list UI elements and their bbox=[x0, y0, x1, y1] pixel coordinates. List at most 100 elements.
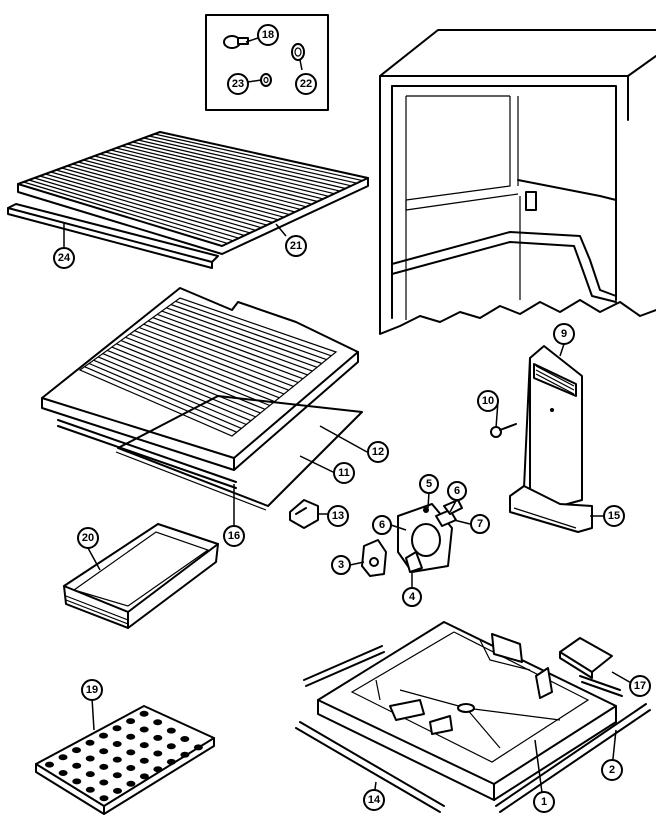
ice-cube-cell bbox=[126, 765, 136, 771]
ice-cube-cell bbox=[85, 786, 95, 793]
refrigerator-cabinet bbox=[379, 29, 656, 335]
part-18-bolt-icon bbox=[223, 35, 249, 49]
callout-14: 14 bbox=[363, 789, 385, 811]
ice-cube-cell bbox=[85, 755, 95, 762]
ice-cube-cell bbox=[58, 754, 68, 761]
callout-7: 7 bbox=[470, 514, 490, 534]
ice-cube-cell bbox=[99, 732, 108, 739]
callout-14-label: 14 bbox=[368, 794, 381, 806]
ice-cube-cell bbox=[85, 771, 95, 778]
ice-cube-cell bbox=[72, 747, 81, 754]
callout-15-label: 15 bbox=[608, 510, 620, 522]
ice-cube-cell bbox=[112, 725, 122, 732]
callout-17-label: 17 bbox=[634, 680, 646, 692]
screw-10-icon bbox=[490, 423, 517, 438]
callout-11: 11 bbox=[333, 462, 355, 484]
callout-12: 12 bbox=[367, 441, 389, 463]
ice-cube-cell bbox=[126, 780, 136, 787]
ice-cube-cell bbox=[153, 750, 163, 757]
ice-cube-cell bbox=[58, 770, 68, 776]
callout-16: 16 bbox=[223, 525, 245, 547]
ice-cube-cell bbox=[166, 727, 176, 734]
callout-6a: 6 bbox=[447, 481, 467, 501]
ice-cube-cell bbox=[45, 761, 54, 768]
callout-23-label: 23 bbox=[232, 78, 244, 90]
callout-24-label: 24 bbox=[58, 252, 71, 264]
crisper-cover bbox=[41, 287, 359, 489]
callout-22: 22 bbox=[295, 73, 317, 95]
ice-cube-cell bbox=[72, 778, 82, 785]
callout-1-label: 1 bbox=[541, 796, 547, 808]
callout-19: 19 bbox=[81, 679, 103, 701]
callout-23: 23 bbox=[227, 73, 249, 95]
part-23-nut-icon bbox=[260, 73, 272, 87]
ice-cube-cell bbox=[126, 733, 136, 740]
ice-cube-cell bbox=[193, 744, 203, 751]
base-strips bbox=[295, 645, 651, 813]
ice-cube-cell bbox=[139, 757, 149, 764]
callout-18: 18 bbox=[257, 24, 279, 46]
callout-2: 2 bbox=[601, 759, 623, 781]
ice-cube-cell bbox=[166, 743, 176, 750]
callout-22-label: 22 bbox=[300, 78, 312, 90]
base-pan bbox=[317, 621, 617, 801]
ice-cube-cell bbox=[139, 773, 149, 780]
part-22-cap-icon bbox=[291, 43, 305, 61]
callout-4-label: 4 bbox=[409, 591, 416, 603]
shelf-bracket bbox=[289, 499, 319, 529]
ice-cube-cell bbox=[139, 726, 149, 733]
ice-cube-cell bbox=[126, 718, 136, 725]
wire-shelf bbox=[17, 131, 369, 255]
ice-cube-cell bbox=[126, 749, 136, 756]
foam-block bbox=[559, 637, 613, 679]
ice-cube-cell bbox=[112, 741, 122, 747]
callout-13-label: 13 bbox=[332, 510, 344, 522]
ice-cube-cell bbox=[153, 719, 163, 726]
callout-16-label: 16 bbox=[228, 530, 240, 542]
callout-4: 4 bbox=[402, 587, 422, 607]
air-duct-panel bbox=[509, 345, 593, 533]
callout-18-label: 18 bbox=[262, 29, 274, 41]
ice-cube-tray bbox=[35, 705, 215, 815]
ice-cube-cell bbox=[139, 710, 149, 717]
callout-5: 5 bbox=[419, 474, 439, 494]
callout-9-label: 9 bbox=[561, 328, 567, 340]
callout-6b-label: 6 bbox=[379, 519, 385, 531]
ice-cube-cells bbox=[45, 710, 203, 802]
ice-cube-cell bbox=[153, 766, 163, 773]
callout-12-label: 12 bbox=[372, 446, 384, 458]
callout-21-label: 21 bbox=[290, 240, 302, 252]
glass-shelf bbox=[115, 395, 363, 511]
ice-cube-cell bbox=[166, 758, 176, 765]
ice-cube-cell bbox=[153, 734, 163, 741]
callout-13: 13 bbox=[327, 505, 349, 527]
thermostat-icon bbox=[525, 191, 537, 211]
callout-3: 3 bbox=[331, 555, 351, 575]
ice-cube-cell bbox=[99, 779, 109, 786]
callout-6b: 6 bbox=[372, 515, 392, 535]
callout-15: 15 bbox=[603, 505, 625, 527]
callout-9: 9 bbox=[553, 323, 575, 345]
screw-icon bbox=[423, 507, 429, 513]
ice-cube-cell bbox=[85, 739, 95, 746]
ice-cube-cell bbox=[113, 787, 122, 794]
ice-cube-cell bbox=[112, 772, 122, 779]
callout-20: 20 bbox=[77, 527, 99, 549]
callout-5-label: 5 bbox=[426, 478, 432, 490]
ice-cube-cell bbox=[99, 763, 109, 770]
callout-3-label: 3 bbox=[338, 559, 344, 571]
control-assembly bbox=[361, 499, 463, 577]
callout-19-label: 19 bbox=[86, 684, 98, 696]
callout-10-label: 10 bbox=[482, 395, 494, 407]
callout-21: 21 bbox=[285, 235, 307, 257]
ice-cube-cell bbox=[72, 762, 82, 769]
callout-7-label: 7 bbox=[477, 518, 483, 530]
callout-11-label: 11 bbox=[338, 467, 350, 479]
ice-cube-cell bbox=[99, 795, 109, 802]
ice-cube-cell bbox=[112, 756, 122, 763]
callout-1: 1 bbox=[533, 791, 555, 813]
crisper-pan bbox=[63, 523, 219, 629]
callout-6a-label: 6 bbox=[454, 485, 460, 497]
callout-17: 17 bbox=[629, 675, 651, 697]
